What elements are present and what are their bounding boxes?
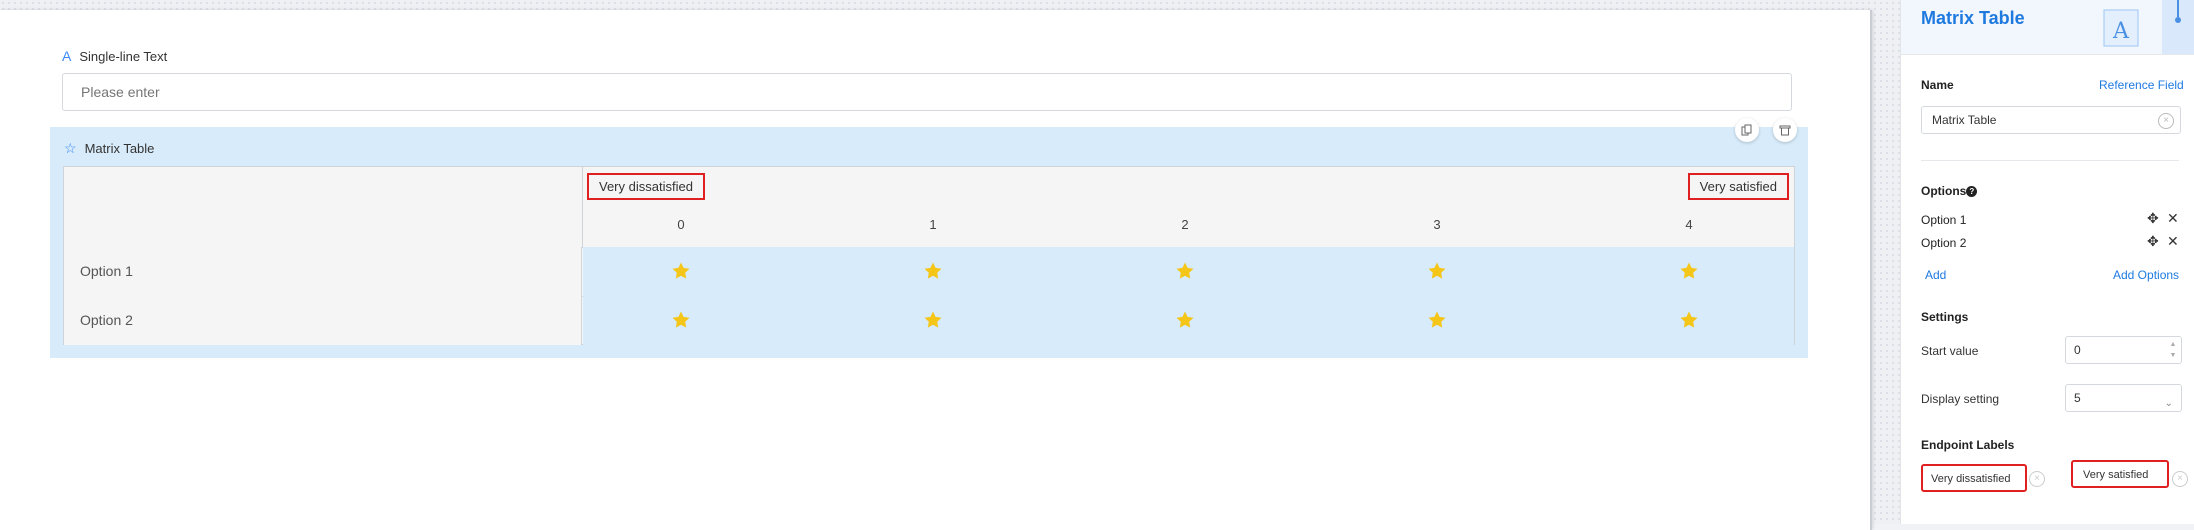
display-setting-label: Display setting — [1921, 392, 2000, 406]
star-icon[interactable] — [923, 310, 943, 330]
endpoint-right-value: Very satisfied — [2083, 469, 2149, 481]
endpoint-left-value: Very dissatisfied — [1931, 473, 2011, 485]
star-icon[interactable] — [671, 310, 691, 330]
table-row: Option 1 — [64, 247, 1794, 297]
copy-icon[interactable] — [1735, 118, 1759, 142]
name-input[interactable]: Matrix Table × — [1921, 106, 2181, 134]
move-icon[interactable]: ✥ — [2147, 210, 2159, 226]
option-item: Option 2 — [1921, 236, 1967, 250]
stepper-icon[interactable]: ▲▼ — [2169, 341, 2177, 359]
single-line-text-label: A Single-line Text — [62, 48, 167, 64]
properties-panel: Matrix Table A Name Reference Field Matr… — [1900, 0, 2194, 524]
endpoint-label-left: Very dissatisfied — [587, 173, 705, 200]
display-setting-value: 5 — [2074, 391, 2081, 405]
endpoint-left-input[interactable]: Very dissatisfied — [1921, 464, 2027, 492]
column-header: 4 — [1685, 217, 1693, 232]
star-icon[interactable] — [1427, 310, 1447, 330]
clear-icon[interactable]: × — [2172, 471, 2188, 487]
star-icon[interactable] — [1679, 261, 1699, 281]
column-header: 2 — [1181, 217, 1189, 232]
star-icon[interactable] — [671, 261, 691, 281]
name-input-value: Matrix Table — [1932, 113, 1997, 127]
star-outline-icon: ☆ — [64, 140, 77, 156]
clear-icon[interactable]: × — [2158, 113, 2174, 129]
add-options-button[interactable]: Add Options — [2113, 268, 2180, 282]
single-line-text-title: Single-line Text — [79, 48, 168, 64]
endpoint-labels-title: Endpoint Labels — [1921, 438, 2015, 452]
header-illustration-icon: A — [2103, 0, 2194, 54]
row-label: Option 2 — [64, 296, 582, 345]
move-icon[interactable]: ✥ — [2147, 233, 2159, 249]
table-row: Option 2 — [64, 296, 1794, 345]
option-item: Option 1 — [1921, 213, 1967, 227]
column-header: 3 — [1433, 217, 1441, 232]
matrix-header-corner — [64, 167, 583, 247]
close-icon[interactable]: ✕ — [2167, 210, 2179, 226]
start-value-label: Start value — [1921, 344, 1979, 358]
star-icon[interactable] — [1427, 261, 1447, 281]
chevron-down-icon: ⌄ — [2164, 398, 2173, 409]
panel-title: Matrix Table — [1921, 8, 2025, 28]
start-value: 0 — [2074, 343, 2081, 357]
row-cells — [583, 247, 1794, 296]
name-label: Name — [1921, 78, 1954, 92]
single-line-text-input[interactable] — [62, 73, 1792, 111]
start-value-input[interactable]: 0 ▲▼ — [2065, 336, 2182, 364]
matrix-table-label: ☆ Matrix Table — [64, 140, 154, 157]
options-label: Options? — [1921, 184, 1978, 198]
column-header: 1 — [929, 217, 937, 232]
add-button[interactable]: Add — [1925, 268, 1947, 282]
star-icon[interactable] — [1175, 310, 1195, 330]
options-title: Options — [1921, 184, 1967, 198]
row-label: Option 1 — [64, 247, 582, 296]
settings-label: Settings — [1921, 310, 1969, 324]
row-cells — [583, 296, 1794, 345]
svg-text:A: A — [2112, 19, 2130, 44]
matrix-header: Very dissatisfied Very satisfied 0 1 2 3… — [64, 167, 1794, 248]
star-icon[interactable] — [1175, 261, 1195, 281]
endpoint-right-input[interactable]: Very satisfied — [2071, 460, 2169, 488]
reference-field-link[interactable]: Reference Field — [2099, 78, 2184, 92]
star-icon[interactable] — [1679, 310, 1699, 330]
column-header: 0 — [677, 217, 685, 232]
star-icon[interactable] — [923, 261, 943, 281]
delete-icon[interactable] — [1773, 118, 1797, 142]
text-field-icon: A — [62, 48, 72, 64]
matrix-table-title: Matrix Table — [84, 141, 155, 156]
panel-header: Matrix Table A — [1901, 0, 2194, 55]
block-toolbar — [1735, 118, 1797, 142]
matrix-table: Very dissatisfied Very satisfied 0 1 2 3… — [63, 166, 1795, 345]
close-icon[interactable]: ✕ — [2167, 233, 2179, 249]
endpoint-label-right: Very satisfied — [1687, 173, 1789, 200]
help-icon[interactable]: ? — [1966, 186, 1978, 197]
divider — [1921, 160, 2179, 161]
display-setting-select[interactable]: 5 ⌄ — [2065, 384, 2182, 412]
clear-icon[interactable]: × — [2029, 471, 2045, 487]
